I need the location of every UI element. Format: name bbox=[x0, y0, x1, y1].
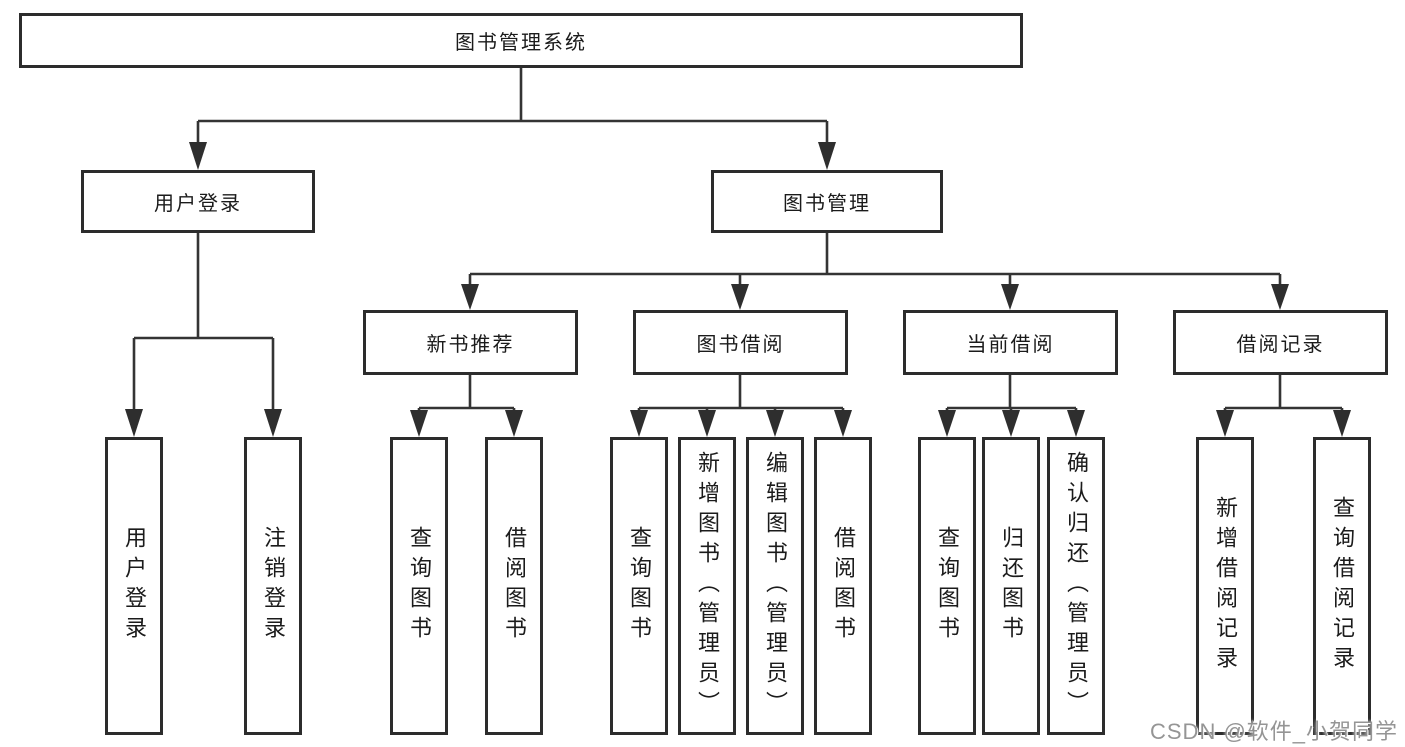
edges-root-to-level2 bbox=[189, 68, 836, 170]
leaf-query-book: 查询图书 bbox=[610, 437, 668, 735]
leaf-logout: 注销登录 bbox=[244, 437, 302, 735]
leaf-borrow-book: 借阅图书 bbox=[814, 437, 872, 735]
edges-book-management bbox=[461, 233, 1289, 310]
leaf-query-book: 查询图书 bbox=[390, 437, 448, 735]
node-book-borrowing: 图书借阅 bbox=[633, 310, 848, 375]
leaf-user-login: 用户登录 bbox=[105, 437, 163, 735]
edges-new-book-recommend bbox=[410, 375, 523, 437]
leaf-query-borrow-record: 查询借阅记录 bbox=[1313, 437, 1371, 735]
leaf-edit-book-admin: 编辑图书（管理员） bbox=[746, 437, 804, 735]
leaf-return-book: 归还图书 bbox=[982, 437, 1040, 735]
leaf-add-book-admin: 新增图书（管理员） bbox=[678, 437, 736, 735]
node-new-book-recommend: 新书推荐 bbox=[363, 310, 578, 375]
node-root-system: 图书管理系统 bbox=[19, 13, 1023, 68]
edges-current-borrowing bbox=[938, 375, 1085, 437]
leaf-query-book: 查询图书 bbox=[918, 437, 976, 735]
leaf-confirm-return-admin: 确认归还（管理员） bbox=[1047, 437, 1105, 735]
edges-book-borrowing bbox=[630, 375, 852, 437]
node-current-borrowing: 当前借阅 bbox=[903, 310, 1118, 375]
node-book-management: 图书管理 bbox=[711, 170, 943, 233]
node-borrowing-records: 借阅记录 bbox=[1173, 310, 1388, 375]
leaf-borrow-book: 借阅图书 bbox=[485, 437, 543, 735]
edges-user-login bbox=[125, 233, 282, 437]
edges-borrowing-records bbox=[1216, 375, 1351, 437]
leaf-add-borrow-record: 新增借阅记录 bbox=[1196, 437, 1254, 735]
node-user-login: 用户登录 bbox=[81, 170, 315, 233]
csdn-watermark: CSDN @软件_小贺同学 bbox=[1150, 719, 1399, 744]
